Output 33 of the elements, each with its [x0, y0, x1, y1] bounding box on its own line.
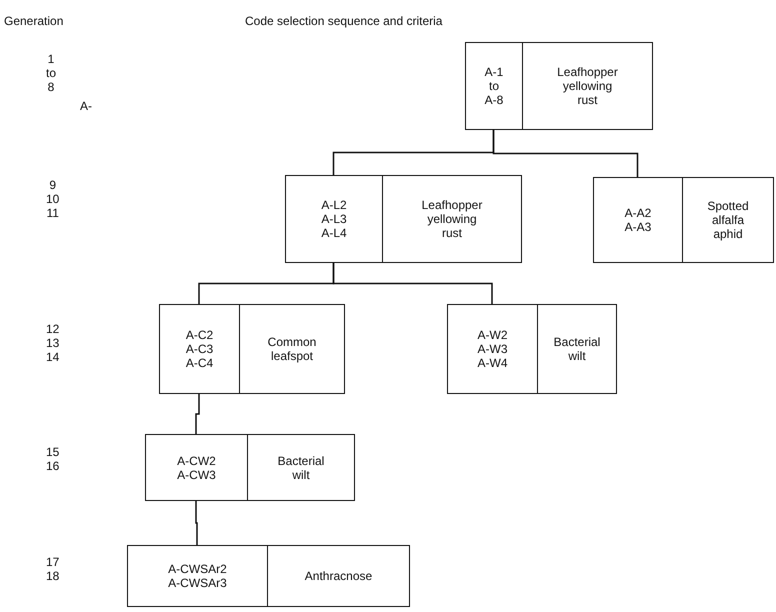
connector-line	[195, 501, 198, 545]
connector-line	[195, 394, 200, 434]
generation-number: 9 10 11	[46, 178, 60, 220]
selection-code: A-1 to A-8	[484, 65, 504, 107]
selection-box	[145, 434, 355, 501]
selection-code: A-C2 A-C3 A-C4	[186, 328, 214, 370]
connector-line	[492, 130, 638, 177]
selection-box	[593, 177, 774, 263]
generation-number: 12 13 14	[46, 322, 60, 364]
selection-box	[159, 304, 345, 394]
generation-number: 1 to 8	[46, 52, 56, 94]
selection-code: A-CWSAr2 A-CWSAr3	[168, 562, 227, 590]
selection-code: A-CW2 A-CW3	[177, 454, 216, 482]
selection-code: A-L2 A-L3 A-L4	[321, 198, 347, 240]
selection-criteria: Bacterial wilt	[554, 335, 600, 363]
selection-code: A-W2 A-W3 A-W4	[478, 328, 508, 370]
selection-box	[285, 175, 522, 263]
selection-criteria: Leafhopper yellowing rust	[557, 65, 618, 107]
generation-number: 15 16	[46, 445, 60, 473]
generation-number: 17 18	[46, 555, 60, 583]
selection-box	[447, 304, 617, 394]
selection-criteria: Anthracnose	[304, 569, 372, 583]
selection-box	[127, 545, 410, 607]
selection-criteria: Common leafspot	[268, 335, 316, 363]
selection-code: A-A2 A-A3	[624, 206, 652, 234]
connector-line	[332, 263, 493, 304]
generation-label: A-	[80, 99, 92, 113]
selection-box	[465, 42, 653, 130]
selection-criteria: Spotted alfalfa aphid	[707, 199, 749, 241]
heading: Generation	[4, 14, 64, 28]
heading: Code selection sequence and criteria	[245, 14, 442, 28]
selection-criteria: Bacterial wilt	[278, 454, 324, 482]
selection-criteria: Leafhopper yellowing rust	[422, 198, 482, 240]
